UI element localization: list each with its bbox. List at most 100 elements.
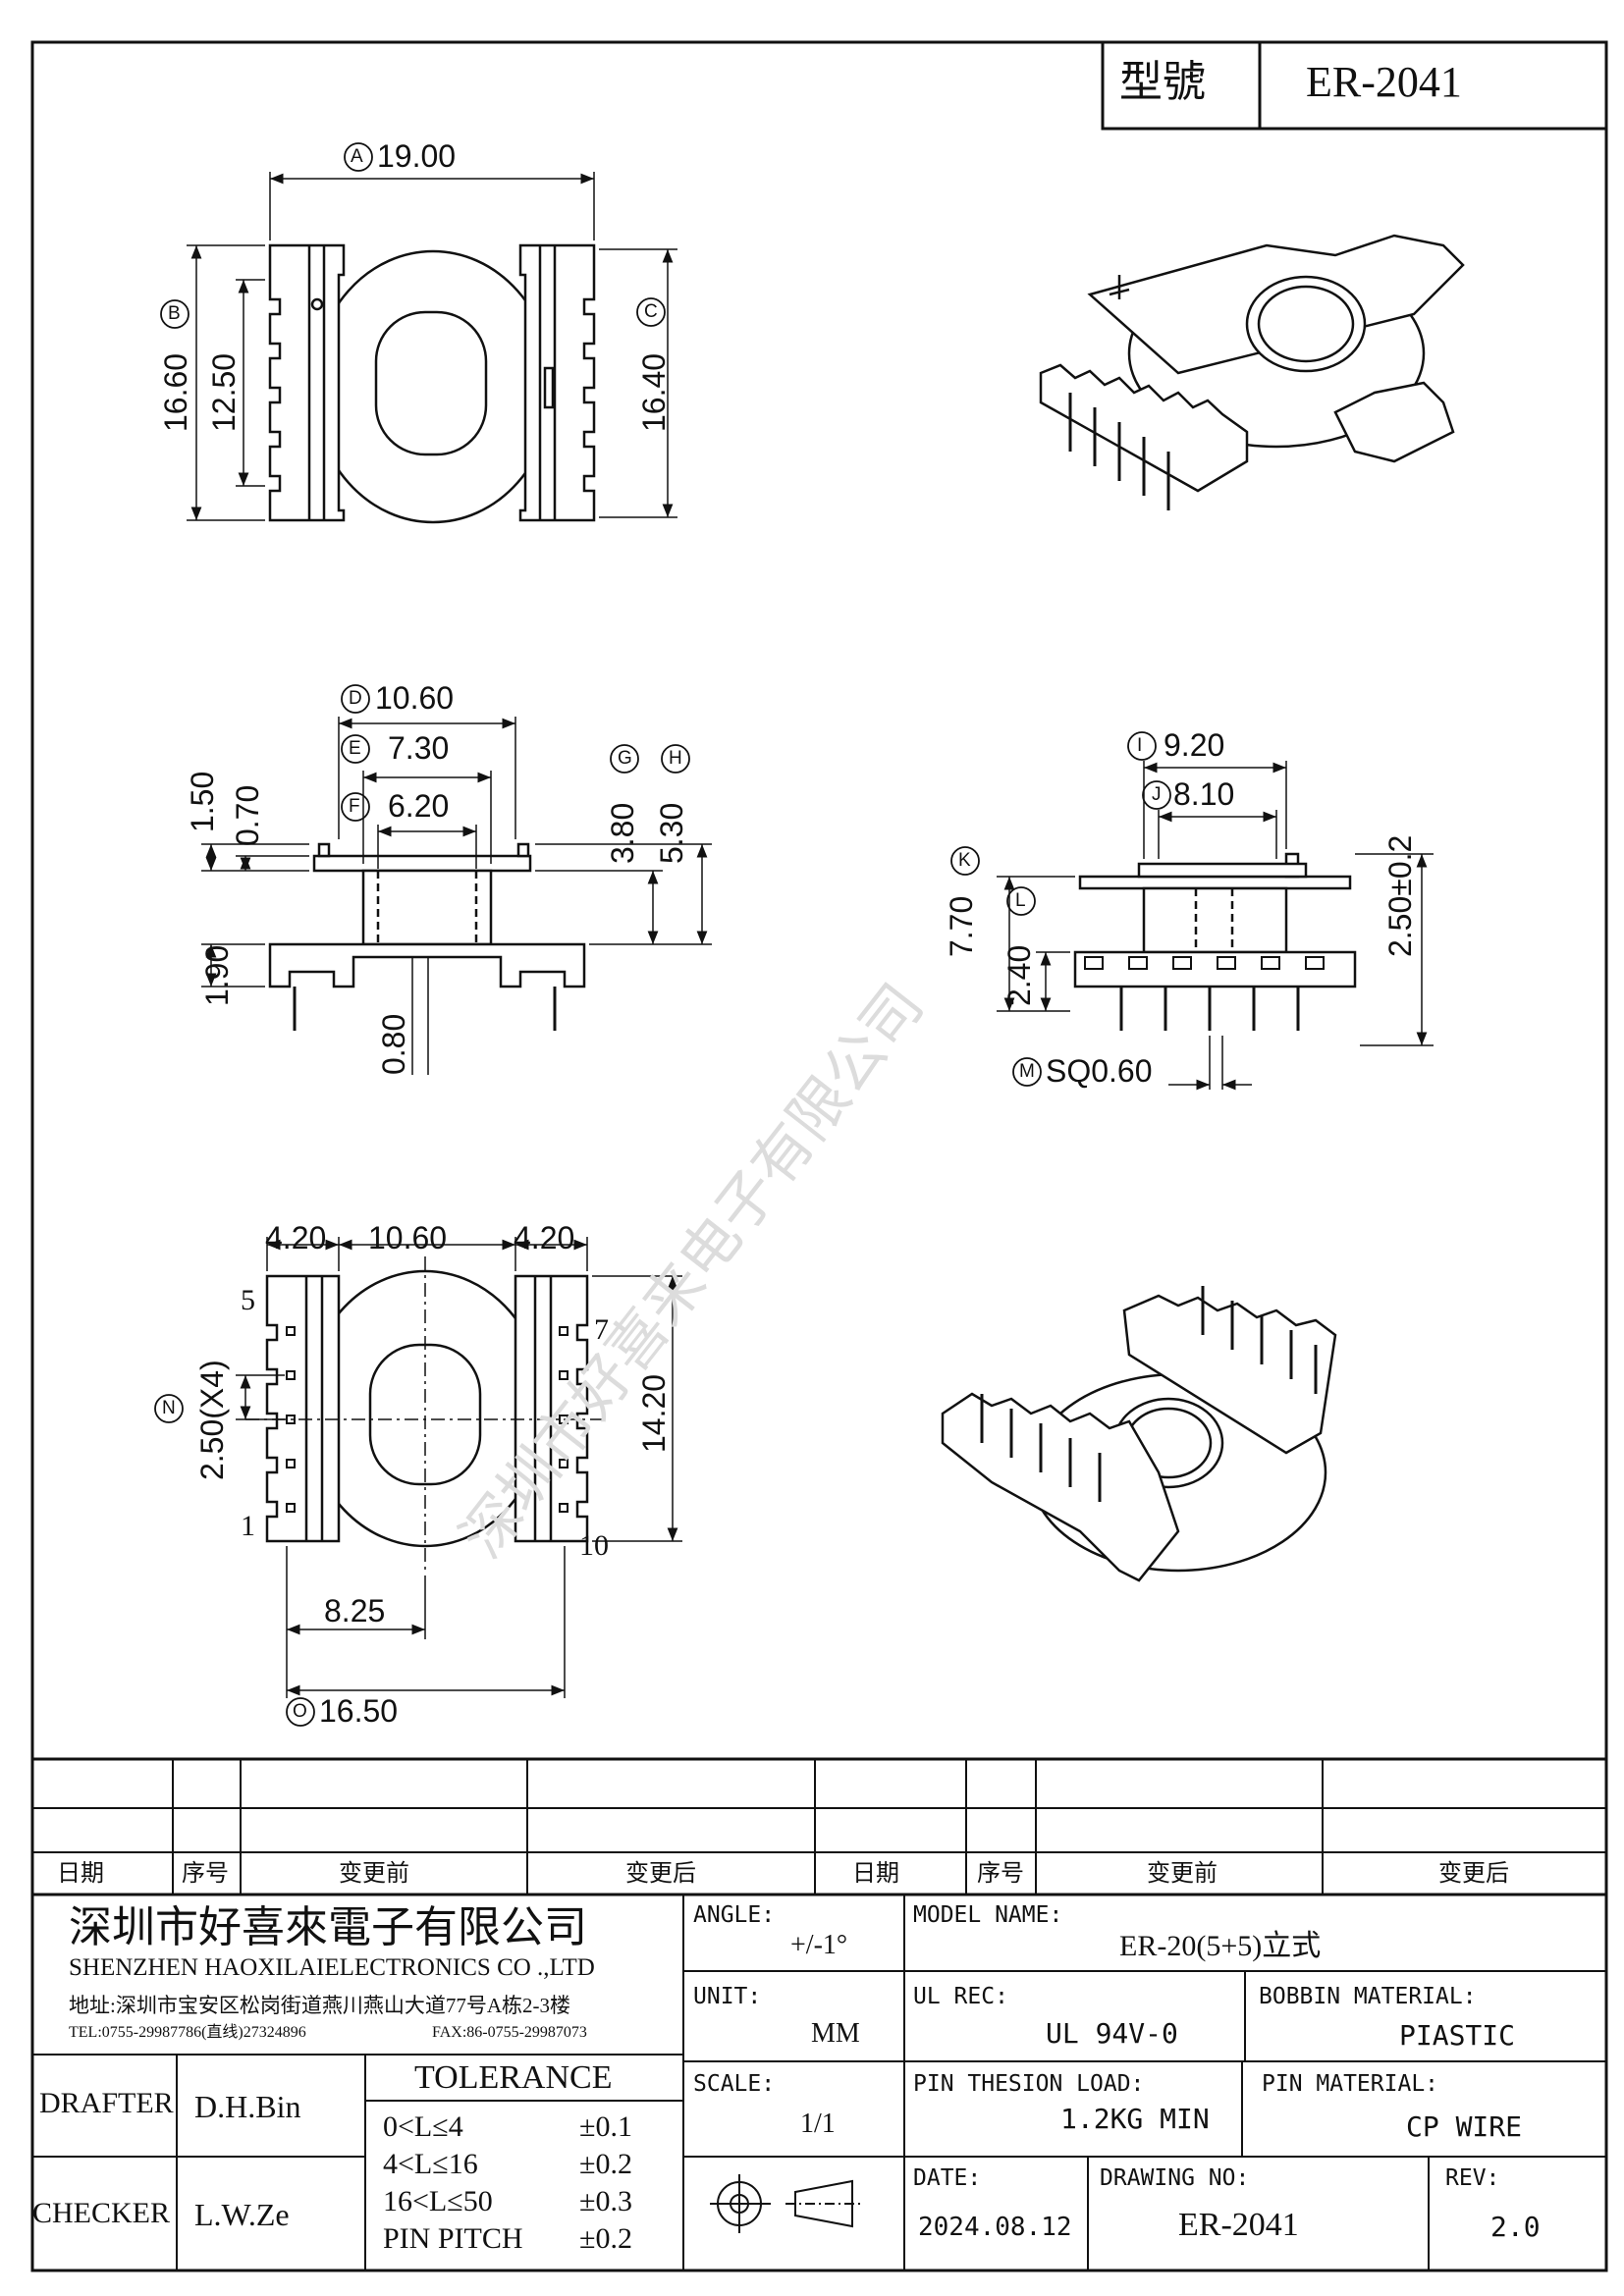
rev-header-after-2: 变更后 bbox=[1438, 1861, 1509, 1887]
tolerance-range-1: 0<L≤4 bbox=[383, 2110, 463, 2143]
tolerance-range-3: 16<L≤50 bbox=[383, 2185, 493, 2217]
dim-l: 2.40 bbox=[1001, 944, 1037, 1006]
tolerance-range-4: PIN PITCH bbox=[383, 2222, 523, 2255]
dim-v2: 0.70 bbox=[230, 784, 265, 846]
dim-h: 5.30 bbox=[654, 802, 689, 864]
dim-letter-h: H bbox=[669, 748, 682, 769]
side-view bbox=[268, 842, 586, 1031]
model-value: ER-2041 bbox=[1306, 58, 1462, 106]
rev-label: REV: bbox=[1445, 2165, 1500, 2191]
dim-k: 7.70 bbox=[944, 895, 979, 957]
tolerance-value-4: ±0.2 bbox=[579, 2222, 632, 2255]
bobbin-material-label: BOBBIN MATERIAL: bbox=[1259, 1984, 1477, 2009]
company-tel: TEL:0755-29987786(直线)27324896 bbox=[69, 2024, 306, 2041]
tolerance-value-3: ±0.3 bbox=[579, 2185, 632, 2217]
ul-label: UL REC: bbox=[913, 1984, 1008, 2009]
model-name-label: MODEL NAME: bbox=[913, 1902, 1063, 1928]
dim-left: 4.20 bbox=[265, 1220, 327, 1255]
pin-material-label: PIN MATERIAL: bbox=[1262, 2071, 1439, 2097]
drawing-no-label: DRAWING NO: bbox=[1100, 2165, 1250, 2191]
dim-letter-b: B bbox=[168, 303, 181, 324]
checker-value: L.W.Ze bbox=[194, 2197, 290, 2232]
angle-value: +/-1° bbox=[790, 1930, 848, 1960]
rev-header-before-1: 变更前 bbox=[339, 1861, 409, 1887]
pin-material-value: CP WIRE bbox=[1406, 2110, 1523, 2143]
top-view-dimensions bbox=[187, 172, 677, 521]
dim-letter-i: I bbox=[1137, 735, 1143, 756]
iso-view-top bbox=[1039, 234, 1465, 510]
dim-f: 6.20 bbox=[388, 788, 450, 824]
rev-header-after-1: 变更后 bbox=[625, 1861, 696, 1887]
dim-pin: 0.80 bbox=[376, 1013, 411, 1075]
checker-label: CHECKER bbox=[32, 2197, 171, 2229]
date-value: 2024.08.12 bbox=[918, 2213, 1072, 2242]
dim-letter-g: G bbox=[618, 748, 632, 769]
angle-label: ANGLE: bbox=[693, 1902, 776, 1928]
pin-load-label: PIN THESION LOAD: bbox=[913, 2071, 1145, 2097]
model-name-value: ER-20(5+5)立式 bbox=[1119, 1930, 1322, 1962]
dim-half: 8.25 bbox=[324, 1593, 386, 1629]
drafter-label: DRAFTER bbox=[39, 2087, 174, 2119]
dim-letter-a: A bbox=[351, 146, 363, 167]
bottom-view-dimensions bbox=[236, 1237, 682, 1698]
rev-header-date-1: 日期 bbox=[57, 1861, 104, 1887]
dim-letter-o: O bbox=[293, 1701, 307, 1722]
dim-right-w: 4.20 bbox=[514, 1220, 575, 1255]
dim-letter-l: L bbox=[1015, 890, 1026, 911]
dim-n: 2.50(X4) bbox=[194, 1360, 230, 1480]
pin-10: 10 bbox=[579, 1529, 609, 1562]
dim-c: 16.40 bbox=[636, 352, 672, 432]
pin-1: 1 bbox=[241, 1510, 255, 1542]
rev-header-no-1: 序号 bbox=[182, 1861, 229, 1887]
model-header-box bbox=[1101, 40, 1608, 131]
dim-height: 14.20 bbox=[636, 1373, 672, 1453]
rev-header-date-2: 日期 bbox=[852, 1861, 899, 1887]
tolerance-value-2: ±0.2 bbox=[579, 2148, 632, 2180]
side-view-dimensions bbox=[201, 717, 712, 1075]
dim-letter-e: E bbox=[349, 738, 361, 759]
dim-letter-f: F bbox=[349, 796, 360, 817]
company-address: 地址:深圳市宝安区松岗街道燕川燕山大道77号A栋2-3楼 bbox=[69, 1994, 570, 2017]
date-label: DATE: bbox=[913, 2165, 982, 2191]
title-block-grid bbox=[32, 1895, 1606, 2270]
pin-7: 7 bbox=[594, 1313, 609, 1346]
dim-i: 9.20 bbox=[1164, 727, 1225, 763]
company-name-en: SHENZHEN HAOXILAIELECTRONICS CO .,LTD bbox=[69, 1954, 595, 1981]
drawing-frame bbox=[30, 40, 1608, 2272]
rev-value: 2.0 bbox=[1490, 2211, 1541, 2243]
unit-label: UNIT: bbox=[693, 1984, 762, 2009]
tolerance-title: TOLERANCE bbox=[414, 2059, 613, 2096]
dim-m: SQ0.60 bbox=[1046, 1053, 1153, 1089]
dim-letter-m: M bbox=[1019, 1061, 1035, 1082]
dim-right: 2.50±0.2 bbox=[1382, 834, 1418, 957]
dim-letter-c: C bbox=[644, 301, 658, 322]
revision-table-grid bbox=[32, 1757, 1606, 1896]
tolerance-value-1: ±0.1 bbox=[579, 2110, 632, 2143]
unit-value: MM bbox=[811, 2018, 860, 2049]
dim-center: 10.60 bbox=[368, 1220, 448, 1255]
dim-v3: 1.90 bbox=[199, 944, 235, 1006]
drafter-value: D.H.Bin bbox=[194, 2089, 301, 2124]
dim-v1: 1.50 bbox=[185, 771, 220, 832]
dim-j: 8.10 bbox=[1173, 776, 1235, 812]
dim-letter-n: N bbox=[162, 1398, 176, 1418]
scale-label: SCALE: bbox=[693, 2071, 776, 2097]
iso-view-bottom bbox=[941, 1286, 1337, 1582]
dim-b: 16.60 bbox=[158, 352, 193, 432]
circled-letters bbox=[154, 142, 1171, 1727]
dim-inner-h: 12.50 bbox=[206, 352, 242, 432]
bottom-view bbox=[245, 1256, 609, 1571]
rev-header-no-2: 序号 bbox=[977, 1861, 1024, 1887]
company-name-cn: 深圳市好喜來電子有限公司 bbox=[69, 1903, 587, 1951]
projection-symbol bbox=[710, 2174, 864, 2233]
tolerance-range-2: 4<L≤16 bbox=[383, 2148, 478, 2180]
company-fax: FAX:86-0755-29987073 bbox=[432, 2024, 587, 2041]
dim-letter-k: K bbox=[958, 850, 971, 871]
rev-header-before-2: 变更前 bbox=[1147, 1861, 1218, 1887]
dim-letter-d: D bbox=[349, 688, 362, 709]
dim-o: 16.50 bbox=[319, 1693, 399, 1729]
front-view bbox=[1073, 852, 1357, 1031]
bobbin-material-value: PIASTIC bbox=[1399, 2019, 1516, 2052]
ul-value: UL 94V-0 bbox=[1046, 2017, 1178, 2050]
